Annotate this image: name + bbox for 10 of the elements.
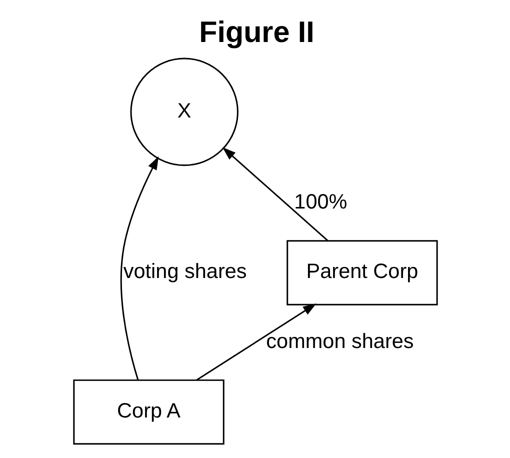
edge-label: common shares xyxy=(266,330,414,353)
node-box: Corp A xyxy=(72,379,224,445)
edge-label: 100% xyxy=(294,190,347,214)
node-circle: X xyxy=(130,58,238,166)
arrow xyxy=(120,156,158,380)
node-box: Parent Corp xyxy=(286,240,438,306)
diagram-title: Figure II xyxy=(198,16,314,50)
arrow xyxy=(196,304,316,381)
edge-label: voting shares xyxy=(122,260,246,284)
arrow xyxy=(222,147,328,242)
